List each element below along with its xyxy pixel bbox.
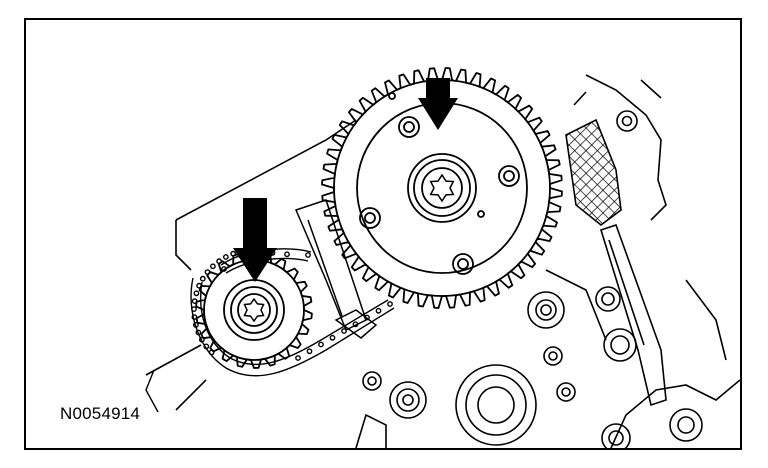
chain-link xyxy=(222,254,229,260)
chain-link xyxy=(375,307,382,314)
chain-link xyxy=(196,282,203,289)
chain-link xyxy=(209,263,216,270)
chain-link xyxy=(198,336,205,343)
chain-link xyxy=(387,301,393,307)
chain-link xyxy=(284,251,290,258)
chain-link xyxy=(295,355,301,361)
gasket-hatched-area xyxy=(565,118,622,227)
lower-block-bolts xyxy=(362,286,703,448)
chain-link xyxy=(193,290,200,297)
chain-link xyxy=(195,329,202,336)
chain-link xyxy=(191,314,198,320)
chain-guide-rail xyxy=(600,223,667,407)
arrow-down-icon xyxy=(418,78,458,130)
chain-link xyxy=(329,334,336,341)
chain-link xyxy=(216,258,223,265)
chain-link xyxy=(204,269,211,276)
chain-link xyxy=(208,349,215,356)
chain-link xyxy=(318,341,324,348)
chain-link xyxy=(230,250,237,257)
callout-leader-line xyxy=(145,369,159,413)
chain-link xyxy=(305,252,311,258)
engine-timing-drawing xyxy=(145,67,740,448)
housing-bolt-upper xyxy=(616,110,638,132)
chain-link xyxy=(192,321,199,328)
chain-tensioner-arm xyxy=(294,199,378,339)
chain-link xyxy=(199,275,206,282)
arrow-down-icon xyxy=(233,198,277,282)
illustration-frame: N0054914 xyxy=(24,18,742,450)
chain-link xyxy=(191,298,198,304)
chain-link xyxy=(221,266,227,272)
engine-block-outline xyxy=(145,74,740,448)
chain-link xyxy=(306,348,313,355)
chain-link xyxy=(203,343,210,350)
camshaft-bolt-torx-head xyxy=(429,173,455,203)
figure-reference-number: N0054914 xyxy=(58,404,143,424)
chain-link xyxy=(191,306,197,312)
chain-link xyxy=(341,328,347,334)
crankshaft-bolt-torx-head xyxy=(243,297,265,323)
